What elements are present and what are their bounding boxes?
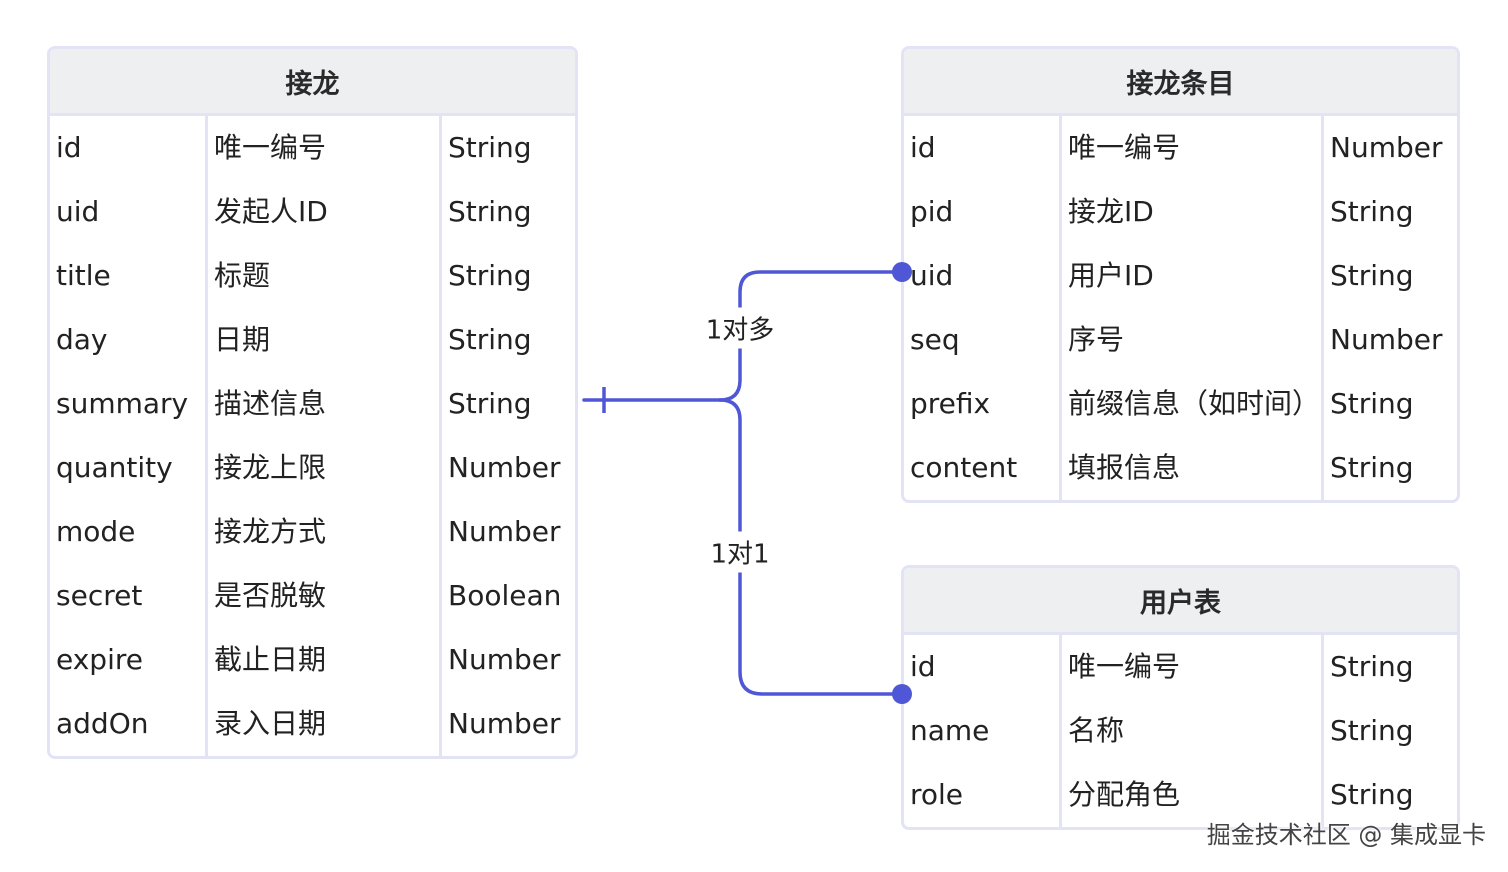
field-name: summary [56,387,189,420]
field-row: quantity 接龙上限 Number [50,436,575,500]
field-description: 唯一编号 [1068,650,1181,683]
field-description: 分配角色 [1068,778,1181,811]
field-type: String [1330,650,1414,683]
field-type: Number [1330,131,1443,164]
field-row: role 分配角色 String [904,763,1457,827]
field-type: String [448,323,532,356]
field-name: uid [910,259,954,292]
entity-jielong: 接龙 id 唯一编号 String uid 发起人ID String title 标题 Strin… [47,46,578,759]
entity-fields: id 唯一编号 String name 名称 String role 分配角色 String [904,635,1457,827]
field-description: 标题 [214,259,271,292]
field-type: Number [448,515,561,548]
field-row: content 填报信息 String [904,436,1457,500]
field-row: day 日期 String [50,308,575,372]
field-description: 描述信息 [214,387,327,420]
field-row: name 名称 String [904,699,1457,763]
field-name: quantity [56,451,173,484]
field-name: mode [56,515,136,548]
field-row: id 唯一编号 Number [904,116,1457,180]
field-row: uid 发起人ID String [50,180,575,244]
column-divider [1059,116,1062,500]
field-description: 填报信息 [1068,451,1181,484]
field-description: 发起人ID [214,195,328,228]
field-row: pid 接龙ID String [904,180,1457,244]
field-name: id [910,131,936,164]
column-divider [1321,635,1324,827]
field-row: addOn 录入日期 Number [50,692,575,756]
field-row: mode 接龙方式 Number [50,500,575,564]
field-row: summary 描述信息 String [50,372,575,436]
field-description: 序号 [1068,323,1125,356]
field-type: String [1330,778,1414,811]
column-divider [439,116,442,756]
field-name: uid [56,195,100,228]
field-type: String [1330,195,1414,228]
relation-endpoint-dot [892,262,912,282]
field-row: id 唯一编号 String [50,116,575,180]
relation-label-one-to-many: 1对多 [701,307,779,349]
field-type: String [448,259,532,292]
field-row: title 标题 String [50,244,575,308]
field-type: String [1330,259,1414,292]
field-name: seq [910,323,960,356]
field-name: prefix [910,387,991,420]
field-description: 唯一编号 [214,131,327,164]
entity-jielong-item: 接龙条目 id 唯一编号 Number pid 接龙ID String uid 用户ID Stri… [901,46,1460,503]
relation-line-one-to-many [718,270,904,402]
field-type: String [448,195,532,228]
field-description: 唯一编号 [1068,131,1181,164]
relation-endpoint-dot [892,684,912,704]
entity-fields: id 唯一编号 Number pid 接龙ID String uid 用户ID String se… [904,116,1457,500]
field-name: pid [910,195,954,228]
field-description: 截止日期 [214,643,327,676]
field-type: String [1330,387,1414,420]
field-type: Number [448,451,561,484]
field-type: Boolean [448,579,562,612]
field-name: addOn [56,707,149,740]
field-description: 用户ID [1068,259,1154,292]
field-type: Number [448,643,561,676]
field-name: content [910,451,1018,484]
watermark: 掘金技术社区 @ 集成显卡 [1206,821,1486,849]
field-type: String [448,131,532,164]
entity-title: 接龙条目 [904,49,1457,116]
field-row: secret 是否脱敏 Boolean [50,564,575,628]
field-row: uid 用户ID String [904,244,1457,308]
field-type: Number [1330,323,1443,356]
field-type: String [448,387,532,420]
field-type: Number [448,707,561,740]
field-row: expire 截止日期 Number [50,628,575,692]
relation-line-one-to-one [718,398,904,696]
field-name: day [56,323,108,356]
field-name: name [910,714,990,747]
column-divider [1321,116,1324,500]
field-name: role [910,778,964,811]
field-name: expire [56,643,143,676]
field-description: 录入日期 [214,707,327,740]
field-row: id 唯一编号 String [904,635,1457,699]
field-name: id [910,650,936,683]
field-type: String [1330,451,1414,484]
entity-title: 接龙 [50,49,575,116]
column-divider [205,116,208,756]
field-row: prefix 前缀信息（如时间） String [904,372,1457,436]
field-description: 名称 [1068,714,1125,747]
field-name: id [56,131,82,164]
field-description: 接龙方式 [214,515,327,548]
field-description: 接龙ID [1068,195,1154,228]
field-name: title [56,259,111,292]
field-description: 是否脱敏 [214,579,327,612]
field-row: seq 序号 Number [904,308,1457,372]
field-description: 日期 [214,323,271,356]
entity-title: 用户表 [904,568,1457,635]
field-name: secret [56,579,143,612]
relation-label-one-to-one: 1对1 [706,531,774,573]
field-description: 接龙上限 [214,451,327,484]
field-description: 前缀信息（如时间） [1068,387,1321,420]
field-type: String [1330,714,1414,747]
column-divider [1059,635,1062,827]
